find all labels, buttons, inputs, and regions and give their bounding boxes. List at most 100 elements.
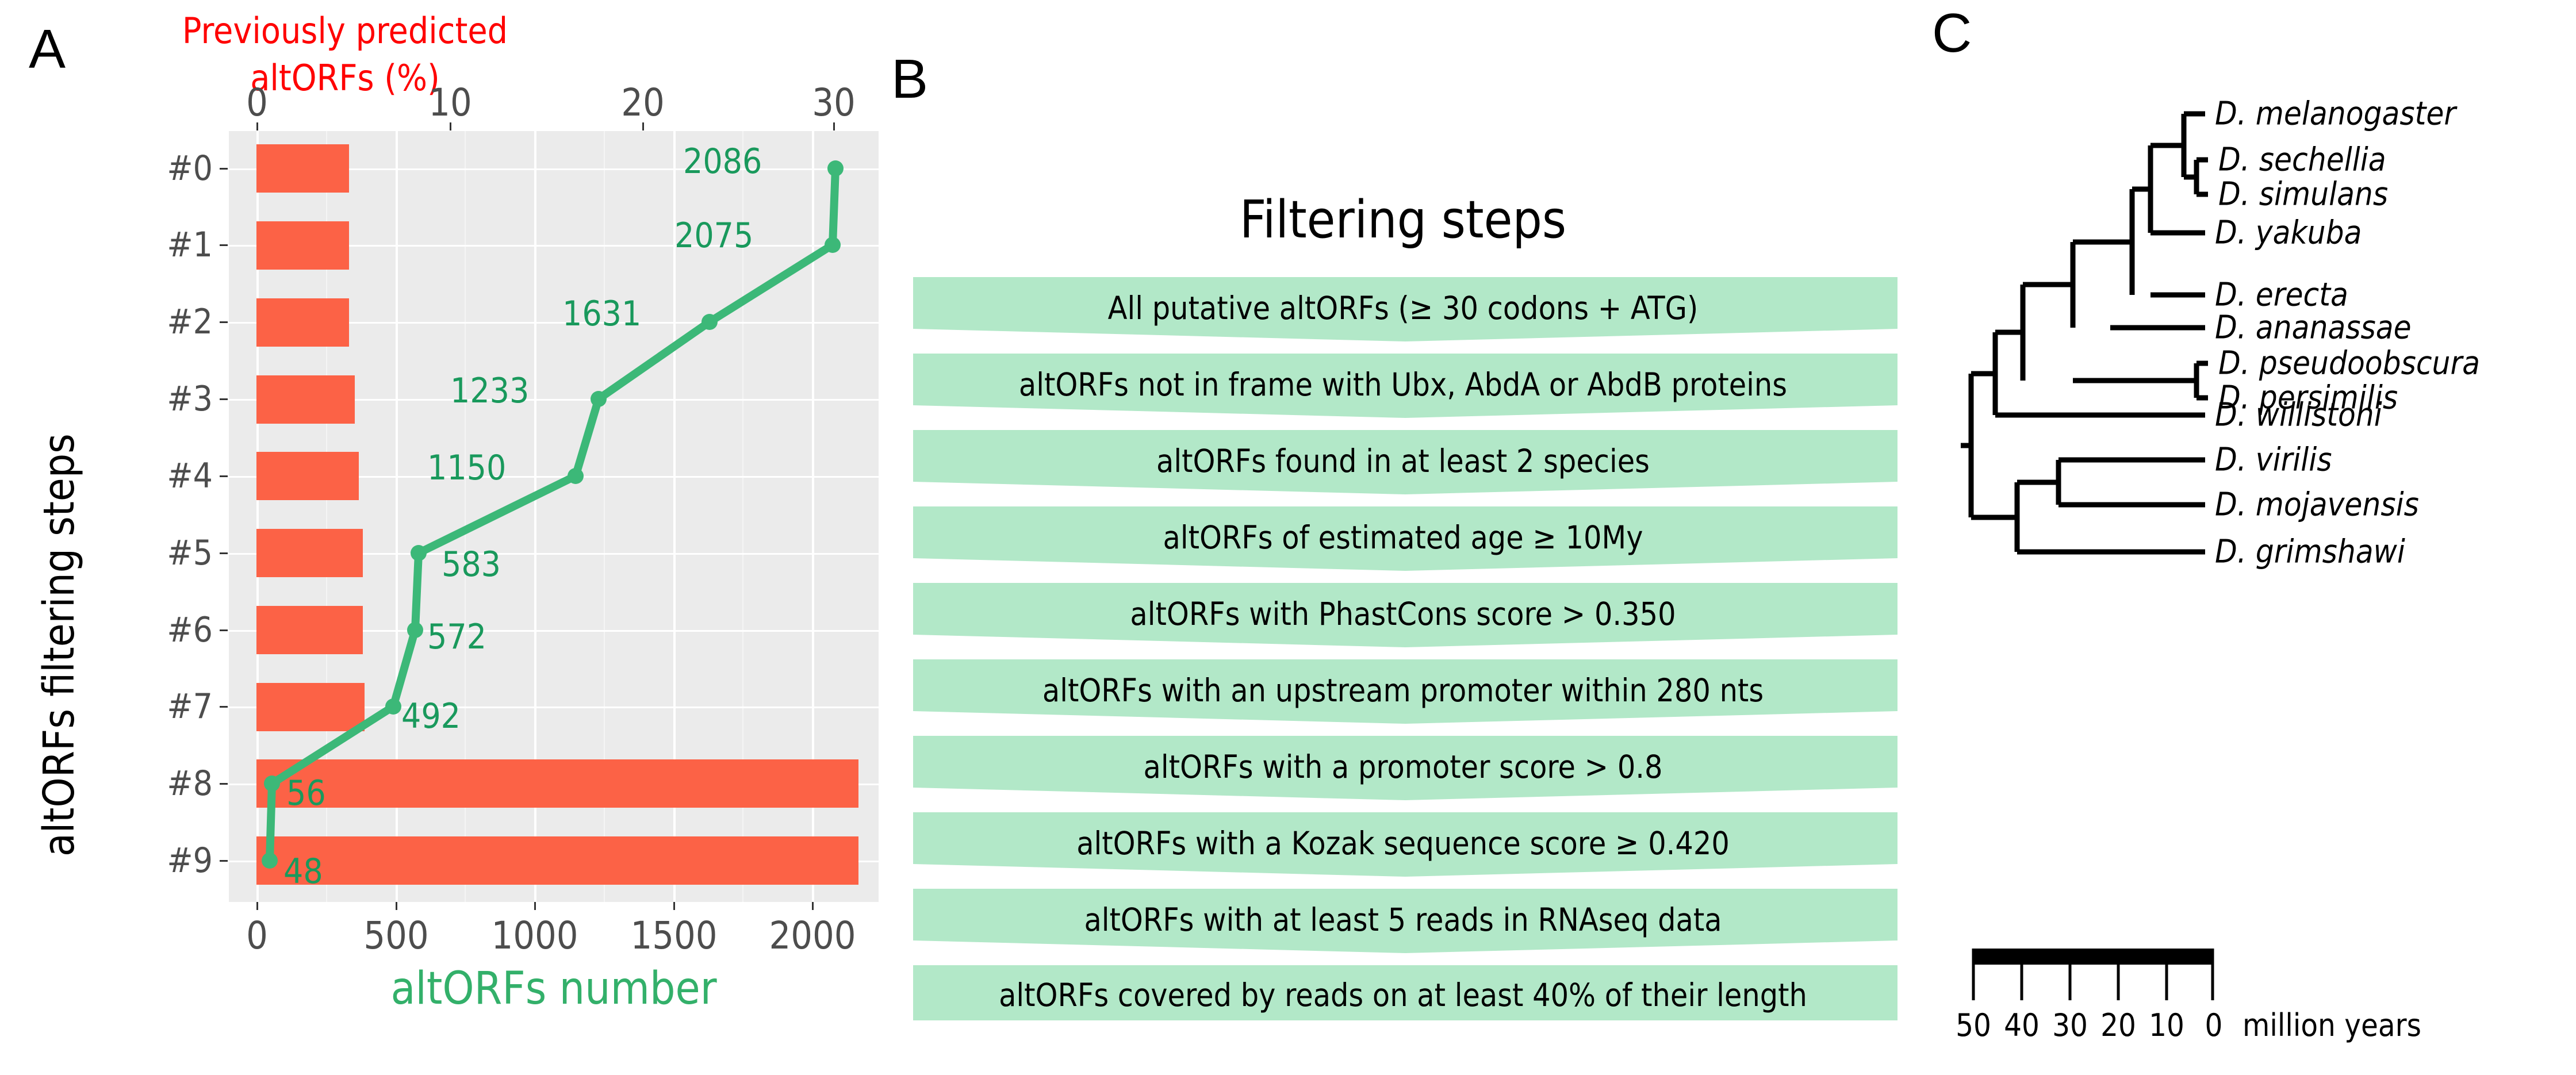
filtering-step-6[interactable]: altORFs with a promoter score > 0.8 (885, 736, 1920, 800)
point-label-0: 2086 (683, 141, 762, 182)
y-tick-label-3: #3 (167, 379, 213, 419)
gridline-v-minor-1750 (742, 131, 743, 902)
step-banner-shape-1 (913, 354, 1897, 418)
scale-tick-20: 20 (2100, 1007, 2136, 1043)
step-banner-shape-4 (913, 583, 1897, 647)
top-tickmark-20 (642, 122, 644, 130)
taxon-label-0: D. melanogaster (2215, 95, 2456, 133)
filtering-step-1[interactable]: altORFs not in frame with Ubx, AbdA or A… (885, 354, 1920, 418)
gridline-h-7 (229, 707, 879, 708)
y-axis-title: altORFs filtering steps (34, 433, 84, 857)
gridline-v-1500 (673, 131, 676, 902)
taxon-label-1: D. sechellia (2218, 141, 2386, 179)
panel-b: B Filtering steps All putative altORFs (… (885, 0, 1920, 1075)
step-banner-shape-8 (913, 889, 1897, 953)
filtering-step-label-8: altORFs with at least 5 reads in RNAseq … (1084, 901, 1722, 938)
y-tickmark-3 (220, 398, 228, 400)
y-tick-label-6: #6 (167, 610, 213, 650)
bottom-tickmark-0 (256, 902, 258, 910)
y-tick-label-8: #8 (167, 763, 213, 804)
gridline-v-2000 (812, 131, 814, 902)
y-tickmark-8 (220, 783, 228, 785)
y-tickmark-5 (220, 552, 228, 554)
filtering-step-7[interactable]: altORFs with a Kozak sequence score ≥ 0.… (885, 812, 1920, 877)
filtering-step-5[interactable]: altORFs with an upstream promoter within… (885, 659, 1920, 724)
gridline-h-3 (229, 399, 879, 401)
taxon-label-10: D. mojavensis (2215, 486, 2419, 524)
bottom-tickmark-1000 (534, 902, 536, 910)
filtering-step-2[interactable]: altORFs found in at least 2 species (885, 430, 1920, 494)
panel-b-title: Filtering steps (1239, 190, 1567, 250)
filtering-step-label-2: altORFs found in at least 2 species (1156, 443, 1650, 479)
filtering-step-label-5: altORFs with an upstream promoter within… (1042, 672, 1764, 709)
step-banner-shape-6 (913, 736, 1897, 800)
taxon-label-3: D. yakuba (2215, 214, 2362, 252)
top-tickmark-30 (833, 122, 835, 130)
top-axis-tick-30: 30 (812, 80, 856, 125)
gridline-h-2 (229, 322, 879, 324)
x-axis-title: altORFs number (390, 963, 717, 1015)
top-tickmark-10 (450, 122, 451, 130)
bottom-tickmark-2000 (812, 902, 814, 910)
filtering-step-8[interactable]: altORFs with at least 5 reads in RNAseq … (885, 889, 1920, 953)
filtering-step-9[interactable]: altORFs covered by reads on at least 40%… (885, 965, 1920, 1023)
gridline-v-minor-1250 (604, 131, 605, 902)
panel-c-letter: C (1932, 2, 1972, 64)
filtering-step-0[interactable]: All putative altORFs (≥ 30 codons + ATG) (885, 277, 1920, 341)
step-banner-shape-0 (913, 277, 1897, 341)
top-tickmark-0 (256, 122, 258, 130)
point-label-8: 56 (286, 773, 326, 813)
scale-tick-10: 10 (2149, 1007, 2184, 1043)
scale-tick-0: 0 (2205, 1007, 2223, 1043)
y-tick-label-9: #9 (167, 840, 213, 881)
bar-step-7 (256, 683, 365, 731)
filtering-step-label-3: altORFs of estimated age ≥ 10My (1163, 519, 1643, 556)
panel-b-letter: B (891, 48, 929, 110)
gridline-v-minor-250 (326, 131, 327, 902)
bottom-axis-tick-2000: 2000 (769, 913, 856, 958)
y-tickmark-7 (220, 706, 228, 708)
y-tick-label-0: #0 (167, 148, 213, 189)
gridline-h-6 (229, 630, 879, 632)
bar-step-3 (256, 375, 355, 424)
point-label-7: 492 (401, 696, 461, 736)
bar-step-8 (256, 759, 858, 808)
time-scale-bar (1972, 949, 2214, 1000)
gridline-h-0 (229, 168, 879, 170)
y-tick-label-7: #7 (167, 686, 213, 727)
point-label-5: 583 (442, 544, 501, 585)
bar-step-6 (256, 606, 363, 654)
y-tickmark-4 (220, 475, 228, 477)
taxon-label-6: D. pseudoobscura (2218, 344, 2481, 382)
bar-step-1 (256, 221, 349, 270)
y-tickmark-6 (220, 629, 228, 631)
gridline-v-1000 (534, 131, 536, 902)
top-axis-title-line2: altORFs (%) (250, 57, 440, 99)
gridline-h-5 (229, 553, 879, 555)
gridline-v-minor-750 (465, 131, 466, 902)
filtering-step-4[interactable]: altORFs with PhastCons score > 0.350 (885, 583, 1920, 647)
y-tickmark-0 (220, 168, 228, 170)
gridline-v-500 (396, 131, 398, 902)
phylogenetic-tree (1961, 111, 2208, 555)
gridline-h-4 (229, 476, 879, 478)
filtering-step-label-1: altORFs not in frame with Ubx, AbdA or A… (1018, 366, 1788, 403)
panel-c: C (1920, 0, 2576, 1075)
scale-tick-40: 40 (2004, 1007, 2040, 1043)
y-tickmark-2 (220, 321, 228, 323)
bottom-tickmark-1500 (673, 902, 675, 910)
taxon-label-11: D. grimshawi (2215, 533, 2405, 571)
step-banner-shape-3 (913, 506, 1897, 571)
gridline-h-1 (229, 245, 879, 247)
filtering-step-3[interactable]: altORFs of estimated age ≥ 10My (885, 506, 1920, 571)
bottom-axis-tick-1000: 1000 (491, 913, 578, 958)
bottom-axis-tick-0: 0 (246, 913, 268, 958)
bar-step-0 (256, 144, 349, 193)
top-axis-tick-0: 0 (246, 80, 268, 125)
taxon-label-5: D. ananassae (2215, 309, 2412, 347)
y-tick-label-5: #5 (167, 533, 213, 573)
step-banner-shape-9 (913, 965, 1897, 1020)
top-axis-tick-10: 10 (428, 80, 472, 125)
panel-a: A Previously predicted altORFs (%) 0 10 … (0, 0, 885, 1075)
